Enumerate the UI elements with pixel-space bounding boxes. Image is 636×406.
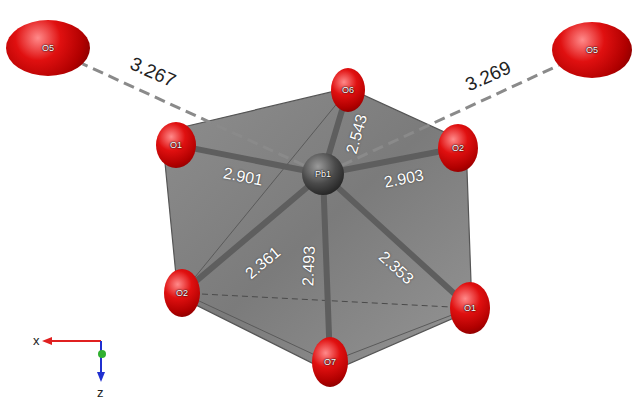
lead-atom: Pb1 [302, 153, 344, 195]
atom-label: O1 [170, 141, 182, 150]
oxygen-atom: O2 [438, 124, 478, 172]
axis-label: x [33, 334, 40, 347]
oxygen-atom: O7 [312, 337, 348, 387]
atom-label: Pb1 [315, 170, 331, 179]
axis-label: z [97, 386, 104, 399]
polyhedron-edge [182, 293, 330, 362]
oxygen-atom: O5 [552, 22, 632, 78]
x-axis [50, 340, 101, 342]
z-axis-head [97, 372, 105, 382]
bond-distance: 2.493 [300, 246, 317, 287]
atom-label: O6 [342, 86, 354, 95]
x-axis-head [42, 337, 52, 345]
oxygen-atom: O2 [164, 269, 200, 317]
y-axis-dot [98, 350, 106, 358]
atom-label: O7 [324, 358, 336, 367]
atom-label: O5 [586, 46, 598, 55]
oxygen-atom: O1 [156, 122, 196, 168]
bond [339, 188, 454, 293]
bond [329, 111, 342, 154]
oxygen-atom: O6 [331, 68, 365, 112]
bond [196, 149, 303, 170]
polyhedron-face [162, 88, 472, 372]
atom-label: O5 [42, 44, 54, 53]
atom-label: O2 [176, 289, 188, 298]
oxygen-atom: O5 [6, 20, 90, 76]
bond-distance: 3.267 [127, 54, 178, 91]
atom-label: O1 [464, 304, 476, 313]
atom-label: O2 [452, 144, 464, 153]
polyhedron-edge [330, 308, 470, 362]
oxygen-atom: O1 [450, 282, 490, 334]
bond [324, 195, 329, 337]
